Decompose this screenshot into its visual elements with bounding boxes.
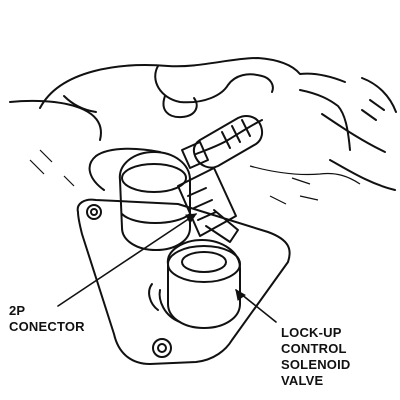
connector-latch [205,209,239,243]
lower-solenoid [166,239,241,329]
connector-label-line-1: 2P [9,303,26,318]
connector-leader [57,213,197,307]
upper-solenoid-band [121,213,191,224]
connector-label-line-2: CONECTOR [9,319,85,334]
plug-body [192,115,264,169]
solenoid-label-line-2: CONTROL [281,341,347,356]
lower-solenoid-top [167,245,241,283]
left-housing-curve [63,95,97,113]
solenoid-label-line-3: SOLENOID [281,357,351,372]
plate-bolt-bottom [152,338,172,358]
right-shell [249,165,361,185]
solenoid-label: LOCK-UP CONTROL SOLENOID VALVE [281,325,351,389]
right-frame [299,89,351,151]
wire-loop [88,147,161,191]
left-housing-edge [9,99,102,141]
mounting-plate [76,198,291,365]
right-housing [321,113,396,191]
plug-tip [181,141,209,169]
hatching-right [269,177,319,205]
plate-bolt-top [86,204,102,220]
lower-solenoid-base [148,283,181,323]
plate-bolt-bottom-inner [157,343,167,353]
solenoid-label-line-4: VALVE [281,373,324,388]
wire-harness [195,119,263,155]
lower-solenoid-cap [181,251,227,273]
bracket-outline [154,65,274,104]
chassis-outline [39,57,346,109]
connector-label: 2P CONECTOR [9,303,85,335]
hatching-left [29,149,75,187]
upper-solenoid-top [121,163,187,193]
bracket-lobe [162,95,198,119]
upper-solenoid [118,151,191,251]
connector-pins [187,187,217,221]
plug-ridges [221,119,251,149]
solenoid-arrowhead [235,289,246,301]
plate-bolt-top-inner [90,208,98,216]
connector-arrowhead [185,213,198,224]
solenoid-label-line-1: LOCK-UP [281,325,342,340]
right-bolt-head [361,77,397,121]
